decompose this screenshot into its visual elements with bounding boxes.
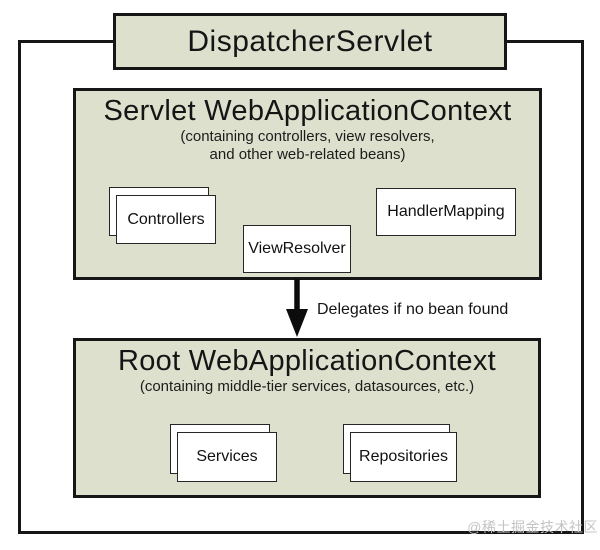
watermark: @稀土掘金技术社区 [467, 519, 598, 535]
handlermapping-label: HandlerMapping [387, 203, 505, 220]
viewresolver-label: ViewResolver [248, 240, 346, 257]
servlet-context-subtitle-line1: (containing controllers, view resolvers, [180, 128, 435, 145]
services-label: Services [196, 448, 258, 465]
repositories-stack: Repositories [343, 424, 457, 482]
root-context-box: Root WebApplicationContext (containing m… [73, 338, 541, 498]
servlet-context-subtitle-line2: and other web-related beans) [209, 146, 406, 163]
root-context-title: Root WebApplicationContext [117, 345, 497, 377]
repositories-label: Repositories [359, 448, 448, 465]
controllers-stack: Controllers [109, 187, 216, 244]
delegates-label: Delegates if no bean found [317, 301, 509, 318]
repositories-box: Repositories [350, 432, 457, 482]
handlermapping-box: HandlerMapping [376, 188, 516, 236]
delegates-arrow-icon [286, 279, 308, 337]
controllers-label: Controllers [127, 210, 205, 228]
dispatcher-servlet-title: DispatcherServlet [187, 24, 433, 58]
viewresolver-box: ViewResolver [243, 225, 351, 273]
services-stack: Services [170, 424, 277, 482]
root-context-subtitle: (containing middle-tier services, dataso… [139, 378, 475, 395]
services-box: Services [177, 432, 277, 482]
controllers-box: Controllers [116, 195, 216, 244]
servlet-context-title: Servlet WebApplicationContext [103, 95, 512, 127]
servlet-context-box: Servlet WebApplicationContext (containin… [73, 88, 542, 280]
dispatcher-servlet-title-box: DispatcherServlet [113, 13, 507, 70]
